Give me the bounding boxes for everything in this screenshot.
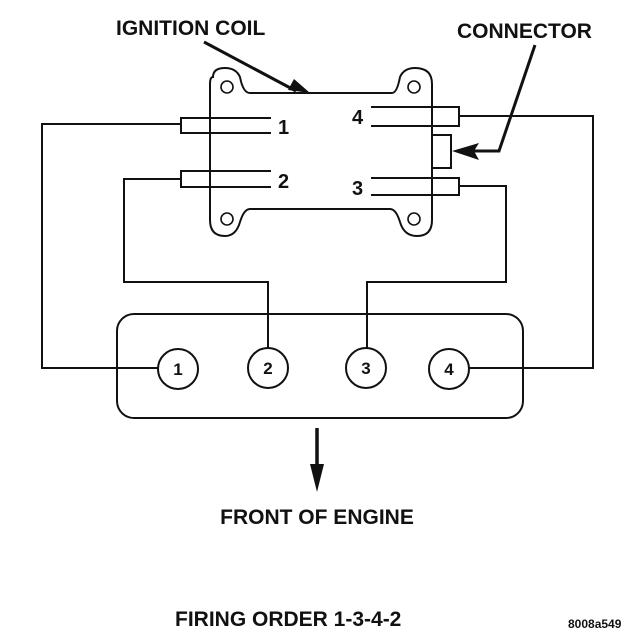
cylinder-1: 1 — [157, 348, 199, 390]
mounting-hole-icon — [407, 212, 421, 226]
cylinder-3: 3 — [345, 347, 387, 389]
mounting-hole-icon — [407, 80, 421, 94]
mounting-hole-icon — [220, 80, 234, 94]
connector-label: CONNECTOR — [457, 20, 592, 43]
cylinder-4: 4 — [428, 348, 470, 390]
front-arrow-icon — [310, 428, 324, 492]
coil-terminal-3: 3 — [352, 177, 460, 200]
ignition-coil-body — [209, 66, 433, 238]
cylinder-1-label: 1 — [173, 360, 182, 379]
connector-pointer-arrow — [452, 44, 537, 160]
coil-terminal-1-label: 1 — [278, 117, 289, 139]
firing-order-label: FIRING ORDER 1-3-4-2 — [175, 608, 401, 631]
ignition-coil-pointer-arrow — [203, 40, 310, 93]
mounting-hole-icon — [220, 212, 234, 226]
wire-coil3-cyl3 — [366, 185, 507, 348]
coil-terminal-4-label: 4 — [352, 107, 364, 129]
coil-terminal-2: 2 — [180, 170, 289, 193]
front-of-engine-label: FRONT OF ENGINE — [220, 506, 414, 529]
figure-id-label: 8008a549 — [568, 617, 622, 631]
cylinder-4-label: 4 — [444, 360, 454, 379]
cylinder-3-label: 3 — [361, 359, 370, 378]
coil-terminal-1: 1 — [180, 117, 289, 139]
coil-terminal-2-label: 2 — [278, 171, 289, 193]
wire-coil4-cyl4 — [459, 115, 594, 369]
engine-block — [116, 313, 524, 419]
wire-coil1-cyl1 — [41, 123, 181, 369]
connector-block — [431, 134, 452, 169]
coil-terminal-3-label: 3 — [352, 178, 363, 200]
ignition-coil-label: IGNITION COIL — [116, 17, 266, 40]
coil-terminal-4: 4 — [352, 106, 460, 129]
wire-coil2-cyl2 — [123, 178, 269, 348]
cylinder-2-label: 2 — [263, 359, 272, 378]
cylinder-2: 2 — [247, 347, 289, 389]
